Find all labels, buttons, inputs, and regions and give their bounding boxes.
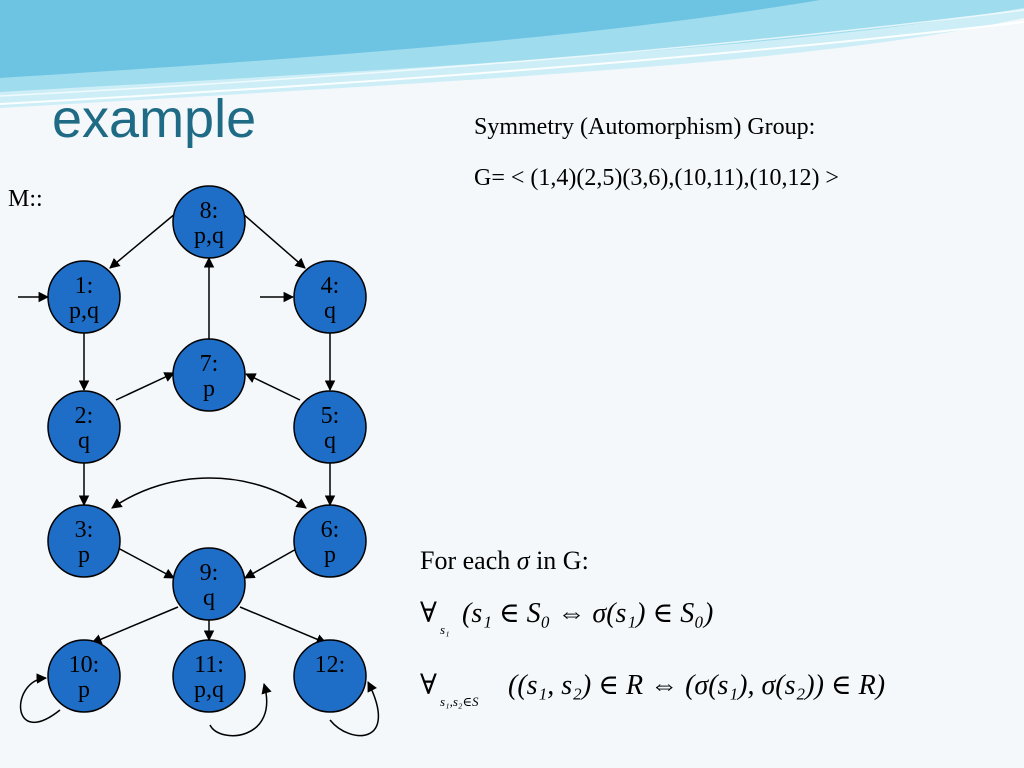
nodes: 8:p,q1:p,q4:q7:p2:q5:q3:p6:p9:q10:p11:p,…: [47, 185, 367, 713]
state-node-2: 2:q: [47, 390, 121, 464]
header-wave-decoration: [0, 0, 1024, 108]
state-propositions-label: q: [324, 298, 336, 324]
sigma-symbol: σ: [516, 546, 530, 575]
state-node-10: 10:p: [47, 639, 121, 713]
state-propositions-label: q: [78, 428, 90, 454]
self-loop-10: [19, 673, 61, 724]
state-propositions-label: p: [324, 542, 336, 568]
slide-title: example: [52, 89, 257, 149]
formula-1: ∀ s₁ (s₁ ∈ S₀ ⇔ σ(s₁) ∈ S₀): [420, 598, 713, 637]
state-circle: [47, 260, 121, 334]
state-propositions-label: p: [78, 677, 90, 703]
group-generators: G= < (1,4)(2,5)(3,6),(10,11),(10,12) >: [474, 165, 839, 191]
formula-2-subscript: s₁,s₂∈S: [440, 694, 479, 709]
model-label: M::: [8, 186, 43, 212]
edge-2-7: [115, 372, 175, 401]
formula-2-body: ((s₁, s₂) ∈ R ⇔ (σ(s₁), σ(s₂)) ∈ R): [508, 670, 885, 701]
state-node-9: 9:q: [172, 547, 246, 621]
edge-3-9: [117, 547, 175, 579]
state-id-label: 1:: [75, 273, 94, 299]
state-node-3: 3:p: [47, 504, 121, 578]
state-circle: [293, 390, 367, 464]
edge-8-1: [109, 212, 177, 269]
state-node-5: 5:q: [293, 390, 367, 464]
state-id-label: 6:: [321, 517, 340, 543]
for-each-line: For each σ in G:: [420, 546, 589, 576]
state-id-label: 3:: [75, 517, 94, 543]
state-circle: [47, 504, 121, 578]
state-propositions-label: q: [324, 428, 336, 454]
state-circle: [172, 639, 246, 713]
group-heading: Symmetry (Automorphism) Group:: [474, 114, 816, 140]
state-node-4: 4:q: [293, 260, 367, 334]
edge-9-10: [91, 606, 179, 645]
state-propositions-label: q: [203, 585, 215, 611]
edges: [18, 212, 380, 737]
state-id-label: 7:: [200, 351, 219, 377]
state-propositions-label: p,q: [69, 298, 99, 324]
state-circle: [293, 639, 367, 713]
edge-5-7: [245, 373, 301, 401]
formula-1-body: (s₁ ∈ S₀ ⇔ σ(s₁) ∈ S₀): [462, 598, 713, 629]
state-node-7: 7:p: [172, 338, 246, 412]
state-id-label: 8:: [200, 198, 219, 224]
state-id-label: 9:: [200, 560, 219, 586]
state-circle: [293, 260, 367, 334]
state-circle: [172, 547, 246, 621]
state-circle: [172, 338, 246, 412]
state-node-1: 1:p,q: [47, 260, 121, 334]
edge-3-6-arc: [111, 477, 307, 509]
state-node-11: 11:p,q: [172, 639, 246, 713]
state-node-12: 12:: [293, 639, 367, 713]
state-node-6: 6:p: [293, 504, 367, 578]
for-each-suffix: in G:: [536, 546, 589, 575]
state-id-label: 11:: [194, 652, 224, 678]
formula-1-subscript: s₁: [440, 622, 450, 637]
state-id-label: 5:: [321, 403, 340, 429]
state-id-label: 2:: [75, 403, 94, 429]
state-propositions-label: p: [203, 376, 215, 402]
state-circle: [47, 390, 121, 464]
self-loop-11: [209, 682, 272, 737]
state-propositions-label: p: [78, 542, 90, 568]
edge-8-4: [241, 212, 306, 269]
state-id-label: 4:: [321, 273, 340, 299]
formula-2: ∀ s₁,s₂∈S ((s₁, s₂) ∈ R ⇔ (σ(s₁), σ(s₂))…: [420, 670, 885, 709]
state-circle: [47, 639, 121, 713]
state-circle: [293, 504, 367, 578]
state-node-8: 8:p,q: [172, 185, 246, 259]
state-propositions-label: p,q: [194, 223, 224, 249]
edge-6-9: [244, 547, 299, 579]
edge-9-12: [239, 606, 327, 645]
state-id-label: 10:: [69, 652, 100, 678]
state-id-label: 12:: [315, 652, 346, 678]
formula-2-quantifier: ∀: [420, 670, 437, 701]
state-propositions-label: p,q: [194, 677, 224, 703]
self-loop-12: [329, 681, 380, 737]
for-each-prefix: For each: [420, 546, 511, 575]
state-circle: [172, 185, 246, 259]
formula-1-quantifier: ∀: [420, 598, 437, 629]
